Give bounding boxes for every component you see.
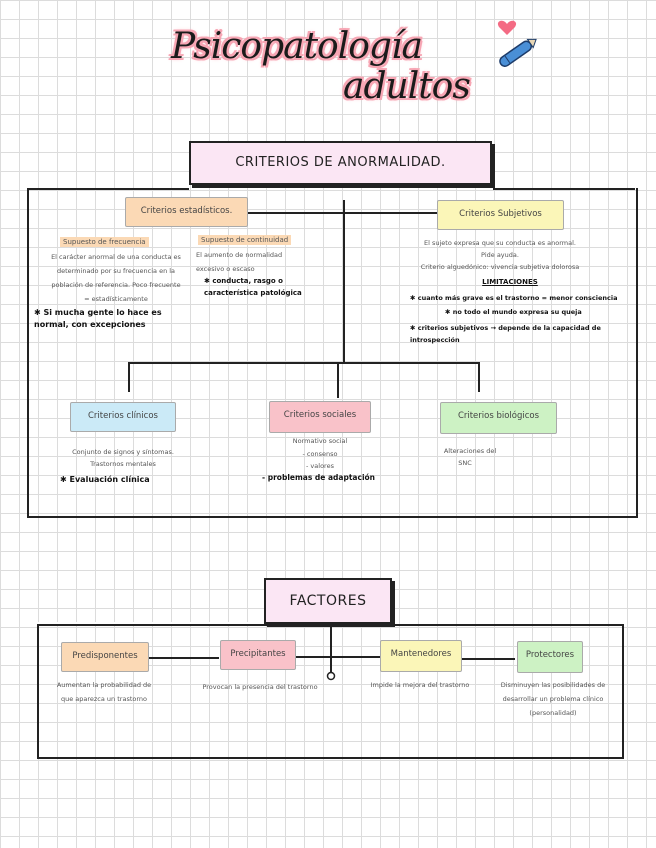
- criterios-biologicos-label: Criterios biológicos: [440, 402, 557, 434]
- criterios-heading: CRITERIOS DE ANORMALIDAD.: [189, 141, 492, 185]
- continuidad-text: El aumento de normalidad excesivo o esca…: [196, 248, 306, 276]
- connector-top: [248, 212, 438, 214]
- factores-heading: FACTORES: [264, 578, 392, 624]
- limitaciones-heading: LIMITACIONES: [470, 276, 550, 288]
- frecuencia-note: ✱ Si mucha gente lo hace es normal, con …: [34, 307, 194, 331]
- title-line-1: Psicopatología: [171, 26, 422, 67]
- criterios-sociales-label: Criterios sociales: [269, 401, 371, 433]
- connector-bottom: [128, 362, 480, 364]
- title-line-2: adultos: [343, 66, 470, 107]
- supuesto-frecuencia-heading: Supuesto de frecuencia: [60, 237, 149, 247]
- criterios-estadisticos-label: Criterios estadísticos.: [125, 197, 248, 227]
- clinicos-note: ✱ Evaluación clínica: [60, 474, 180, 486]
- criterios-subjetivos-label: Criterios Subjetivos: [437, 200, 564, 230]
- pen-heart-icon: [492, 14, 542, 76]
- criterios-clinicos-label: Criterios clínicos: [70, 402, 176, 432]
- factor-precipitantes-text: Provocan la presencia del trastorno: [180, 680, 340, 694]
- factor-protectores-text: Disminuyen las posibilidades de desarrol…: [490, 678, 616, 720]
- subjetivos-text-3: Criterio alguedónico: vivencia subjetiva…: [395, 260, 605, 274]
- limitacion-3: ✱ criterios subjetivos → depende de la c…: [410, 322, 632, 346]
- factor-predisponentes-label: Predisponentes: [61, 642, 149, 672]
- factor-mantenedores-label: Mantenedores: [380, 640, 462, 672]
- supuesto-continuidad-heading: Supuesto de continuidad: [198, 235, 291, 245]
- factor-mantenedores-text: Impide la mejora del trastorno: [370, 678, 470, 692]
- biologicos-text-2: SNC: [430, 456, 500, 470]
- clinicos-text-2: Trastornos mentales: [48, 457, 198, 471]
- frecuencia-text: El carácter anormal de una conducta es d…: [50, 250, 182, 306]
- sociales-text-3: - valores: [255, 459, 385, 473]
- continuidad-note: ✱ conducta, rasgo o característica patol…: [204, 275, 329, 299]
- sociales-text-1: Normativo social: [255, 434, 385, 448]
- limitacion-2: ✱ no todo el mundo expresa su queja: [445, 306, 630, 318]
- factor-precipitantes-label: Precipitantes: [220, 640, 296, 670]
- page-title: Psicopatología adultos: [165, 18, 495, 113]
- limitacion-1: ✱ cuanto más grave es el trastorno = men…: [410, 292, 632, 304]
- factor-protectores-label: Protectores: [517, 641, 583, 673]
- connector-vertical: [343, 200, 345, 362]
- sociales-note: - problemas de adaptación: [262, 472, 402, 484]
- factor-predisponentes-text: Aumentan la probabilidad de que aparezca…: [52, 678, 156, 706]
